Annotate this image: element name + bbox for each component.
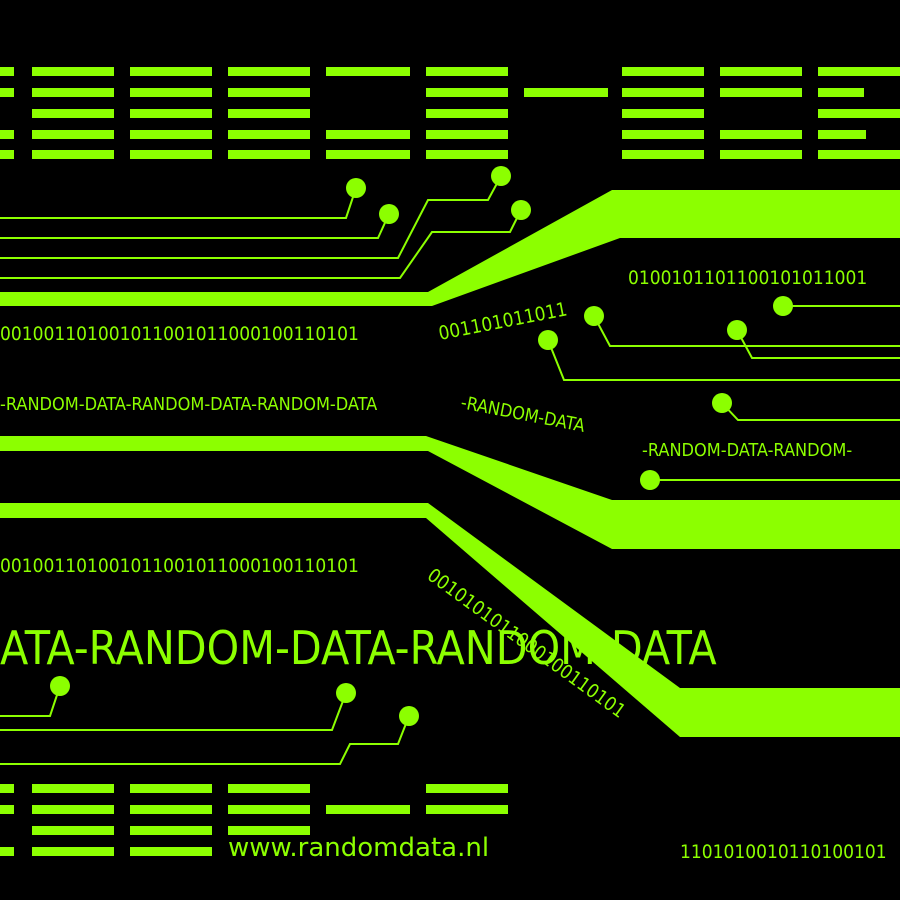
random-data-small-right: -RANDOM-DATA-RANDOM-: [642, 440, 852, 461]
random-data-small-left: -RANDOM-DATA-RANDOM-DATA-RANDOM-DATA: [0, 394, 377, 415]
middle-trace-band: [0, 436, 900, 549]
bottom-bar-pattern: [0, 784, 508, 856]
random-data-large: ATA-RANDOM-DATA-RANDOM-DATA: [0, 621, 717, 675]
circuit-traces: [0, 175, 900, 765]
upper-trace-band: [0, 190, 900, 306]
lower-trace-band: [0, 503, 900, 737]
website-url: www.randomdata.nl: [228, 833, 489, 863]
binary-text-top-right: 0100101101100101011001: [628, 267, 867, 289]
binary-text-bottom-right: 1101010010110100101: [680, 841, 887, 863]
binary-text-mid-left: 001001101001011001011000100110101: [0, 555, 359, 577]
binary-text-top-left: 001001101001011001011000100110101: [0, 323, 359, 345]
top-bar-pattern: [0, 67, 900, 159]
